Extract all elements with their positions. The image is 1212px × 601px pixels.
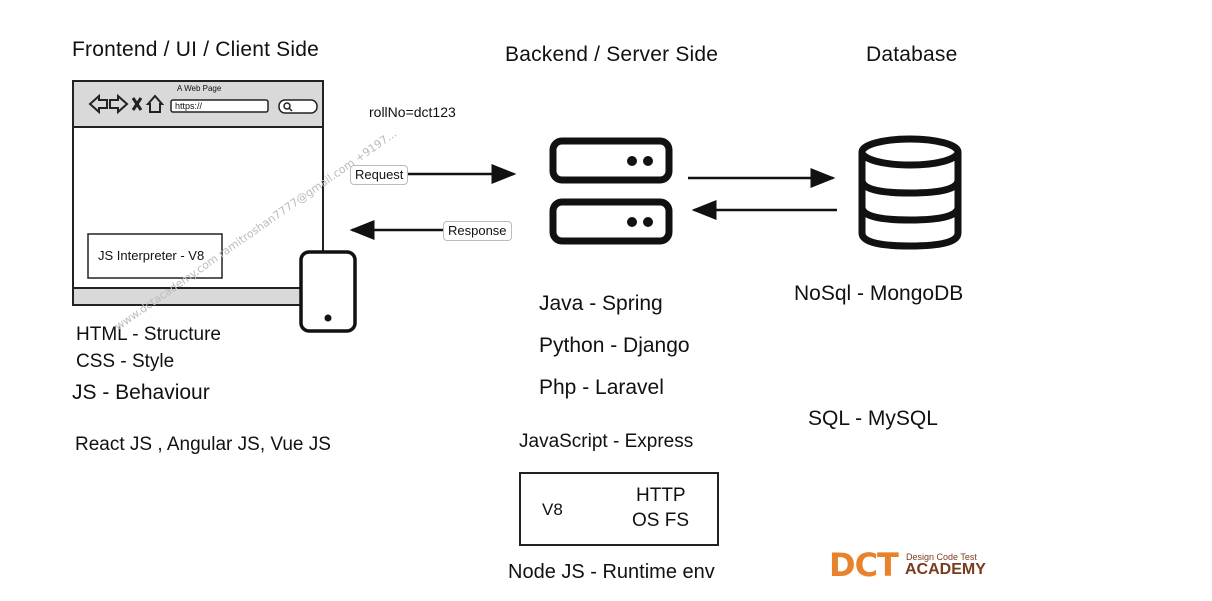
search-icon [283,102,293,112]
browser-page-title: A Web Page [177,84,222,93]
response-label: Response [443,221,512,241]
back-arrow-icon [88,93,108,115]
frontend-item-css: CSS - Style [76,351,175,372]
runtime-box [519,472,719,546]
runtime-osfs: OS FS [632,510,690,531]
interpreter-box [87,233,223,279]
close-icon [131,97,143,111]
frontend-item-js: JS - Behaviour [72,381,210,404]
dct-tagline: Design Code Test [906,552,977,562]
dct-academy: ACADEMY [905,561,986,578]
backend-item-java: Java - Spring [539,292,663,315]
database-title: Database [866,43,958,66]
database-nosql: NoSql - MongoDB [794,282,964,305]
dct-logo: DCT [829,546,899,584]
request-label: Request [350,165,409,185]
frontend-item-html: HTML - Structure [76,324,221,345]
address-bar [170,99,269,113]
browser-address: https:// [175,101,203,111]
database-icon [858,135,962,250]
runtime-http: HTTP [636,485,686,506]
backend-title: Backend / Server Side [505,43,719,66]
database-sql: SQL - MySQL [808,407,938,430]
frontend-title: Frontend / UI / Client Side [72,38,320,61]
mobile-phone-icon [299,250,357,333]
runtime-v8: V8 [542,500,563,519]
runtime-caption: Node JS - Runtime env [508,561,715,583]
request-param: rollNo=dct123 [369,104,456,120]
backend-item-python: Python - Django [539,334,690,357]
frontend-frameworks: React JS , Angular JS, Vue JS [75,434,331,455]
interpreter-label: JS Interpreter - V8 [98,248,205,263]
backend-item-php: Php - Laravel [539,376,664,399]
server-icon [549,137,673,245]
forward-arrow-icon [109,93,129,115]
backend-item-javascript: JavaScript - Express [519,431,694,452]
home-icon [145,94,165,113]
